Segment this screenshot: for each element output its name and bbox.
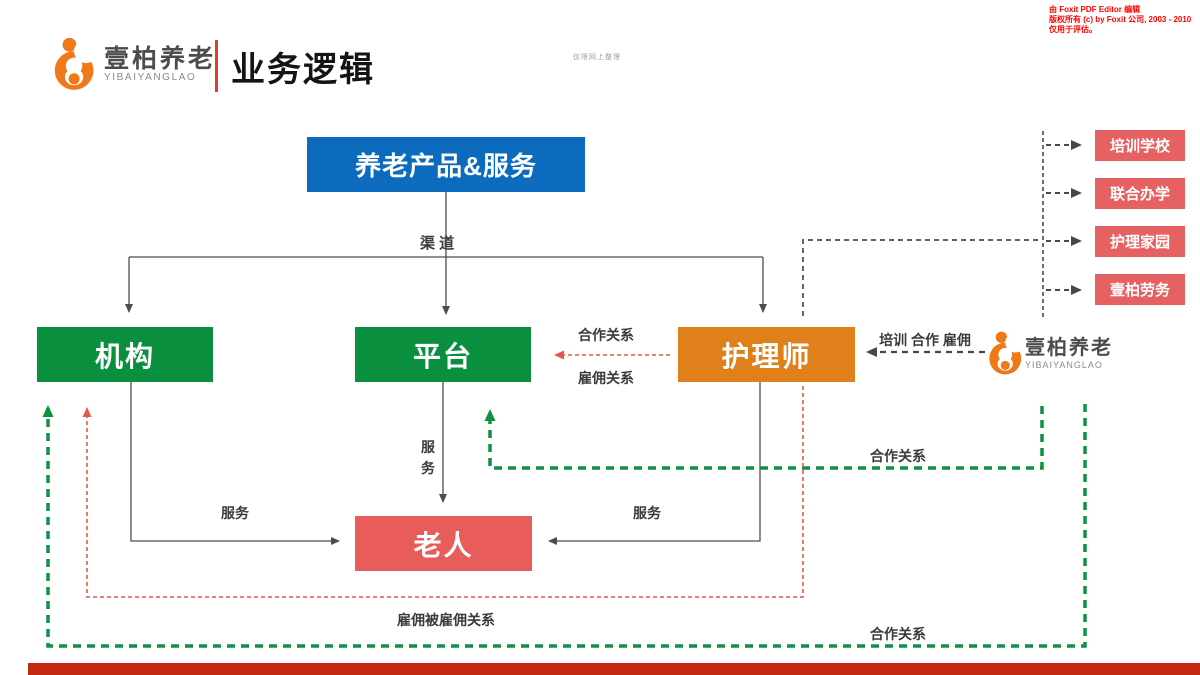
node-product-service: 养老产品&服务 [307, 137, 585, 192]
edge-label-employment: 雇佣关系 [578, 370, 634, 386]
edge-nurse-to-branches [802, 239, 1040, 316]
foxit-watermark-line3: 仅用于评估。 [1049, 25, 1097, 34]
foxit-watermark: 由 Foxit PDF Editor 编辑 版权所有 (c) by Foxit … [1049, 5, 1199, 35]
node-nurse: 护理师 [678, 327, 855, 382]
edge-label-service-org: 服务 [221, 505, 249, 521]
company-logo: 壹柏养老 YIBAIYANGLAO [987, 330, 1113, 378]
brand-person-icon [54, 37, 98, 90]
brand-name-en: YIBAIYANGLAO [1025, 360, 1103, 370]
foxit-watermark-line1: 由 Foxit PDF Editor 编辑 [1049, 5, 1141, 14]
edge-label-service-platform: 服务 [421, 439, 435, 476]
edge-label-service-nurse: 服务 [633, 505, 661, 521]
bottom-bar [28, 663, 1200, 675]
branch-nursing-home: 护理家园 [1095, 226, 1185, 257]
node-platform: 平台 [355, 327, 531, 382]
brand-name-cn: 壹柏养老 [1025, 337, 1113, 359]
edge-label-employment-loop: 雇佣被雇佣关系 [397, 612, 495, 628]
brand-name-cn: 壹柏养老 [104, 45, 217, 73]
node-elder: 老人 [355, 516, 532, 571]
edge-label-train-coop-hire: 培训 合作 雇佣 [879, 332, 971, 348]
faint-watermark: 仅限网上整理 [573, 54, 621, 61]
edge-cooperation-mid [484, 406, 1044, 470]
foxit-watermark-line2: 版权所有 (c) by Foxit 公司, 2003 - 2010 [1049, 15, 1192, 24]
brand-person-icon [989, 331, 1025, 375]
brand-name-en: YIBAIYANGLAO [104, 72, 197, 83]
branch-joint-education: 联合办学 [1095, 178, 1185, 209]
edge-label-cooperation-top: 合作关系 [578, 327, 634, 343]
branch-labor-service: 壹柏劳务 [1095, 274, 1185, 305]
edge-label-cooperation-bottom: 合作关系 [870, 626, 926, 642]
edge-nurse-to-elder [548, 382, 761, 545]
branch-training-school: 培训学校 [1095, 130, 1185, 161]
page-title: 业务逻辑 [231, 51, 375, 89]
edge-cooperation-bottom [42, 404, 1087, 648]
edge-label-cooperation-mid: 合作关系 [870, 448, 926, 464]
edge-employment-loop [82, 386, 804, 598]
brand-lockup: 壹柏养老 YIBAIYANGLAO [104, 46, 224, 84]
edge-org-to-elder [130, 382, 340, 545]
header-divider [215, 40, 218, 92]
edge-label-channel: 渠 道 [420, 235, 455, 252]
node-organization: 机构 [37, 327, 213, 382]
